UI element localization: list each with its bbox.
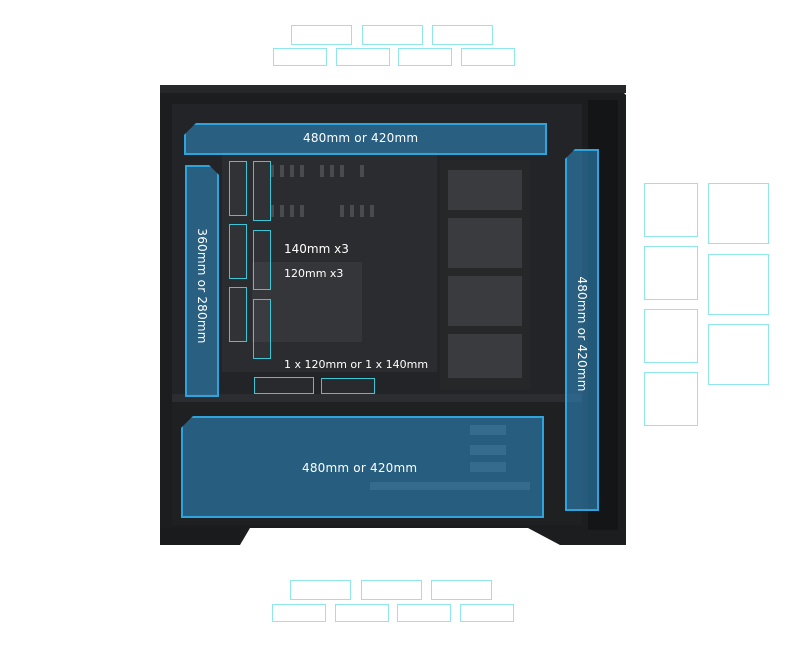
bottom-slot: [460, 604, 514, 622]
side-radiator-zone: [185, 165, 219, 397]
bottom-slot: [335, 604, 389, 622]
fan-120-label: 120mm x3: [284, 267, 344, 280]
fan-rear-label: 1 x 120mm or 1 x 140mm: [284, 358, 429, 371]
top-slot: [432, 25, 493, 45]
right-slot: [644, 372, 698, 426]
fan-slot-140: [253, 230, 271, 290]
front-radiator-zone: [565, 149, 599, 511]
right-slot: [644, 246, 698, 300]
top-slot: [461, 48, 515, 66]
front-radiator-label: 480mm or 420mm: [575, 276, 589, 392]
bottom-slot: [290, 580, 351, 600]
right-slot: [708, 324, 769, 385]
bottom-slot: [431, 580, 492, 600]
fan-140-label: 140mm x3: [284, 242, 349, 256]
fan-slot-rear: [321, 378, 375, 394]
bottom-slot: [272, 604, 326, 622]
top-slot: [273, 48, 327, 66]
right-slot: [644, 183, 698, 237]
bottom-slot: [397, 604, 451, 622]
top-slot: [362, 25, 423, 45]
bottom-radiator-zone: [181, 416, 544, 518]
side-radiator-label: 360mm or 280mm: [195, 228, 209, 344]
bottom-radiator-label: 480mm or 420mm: [302, 461, 418, 475]
fan-slot-rear: [254, 377, 314, 394]
bottom-slot: [361, 580, 422, 600]
right-slot: [644, 309, 698, 363]
top-slot: [398, 48, 452, 66]
right-slot: [708, 183, 769, 244]
top-slot: [336, 48, 390, 66]
fan-slot-140: [253, 161, 271, 221]
right-slot: [708, 254, 769, 315]
fan-slot-140: [253, 299, 271, 359]
fan-slot-120: [229, 161, 247, 216]
top-radiator-zone: [184, 123, 547, 155]
top-radiator-label: 480mm or 420mm: [303, 131, 419, 145]
fan-slot-120: [229, 224, 247, 279]
top-slot: [291, 25, 352, 45]
fan-slot-120: [229, 287, 247, 342]
